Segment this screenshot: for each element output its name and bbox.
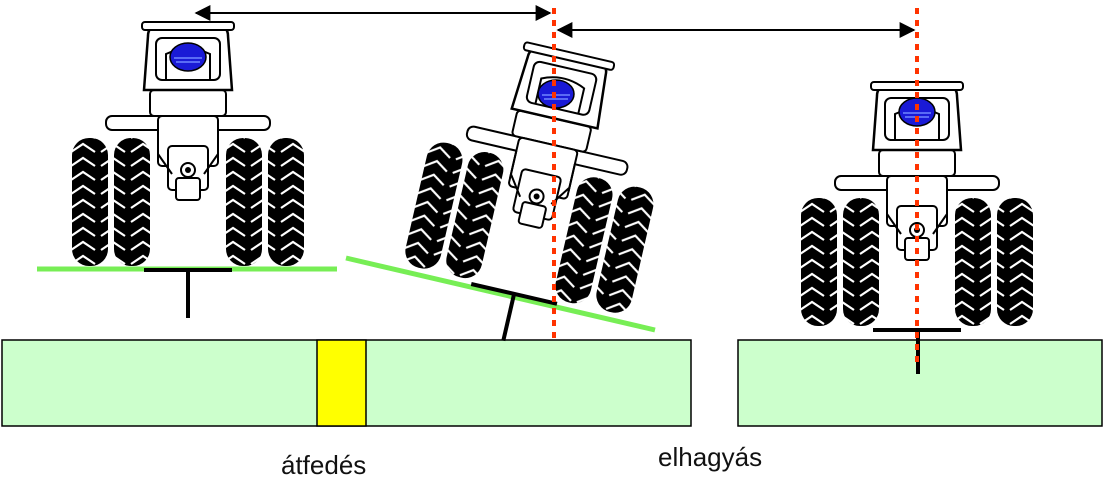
ground-line-slope: [345, 255, 656, 333]
tractor-slope: [345, 24, 685, 342]
overlap-label: átfedés: [281, 450, 367, 480]
implement-center-line: [501, 293, 517, 342]
gps-receiver-icon: [169, 42, 207, 72]
skip-label: elhagyás: [658, 442, 763, 472]
tractor-level: [37, 20, 337, 318]
overlap-area: [316, 339, 367, 427]
tractor-rear-view-icon: [399, 24, 685, 322]
